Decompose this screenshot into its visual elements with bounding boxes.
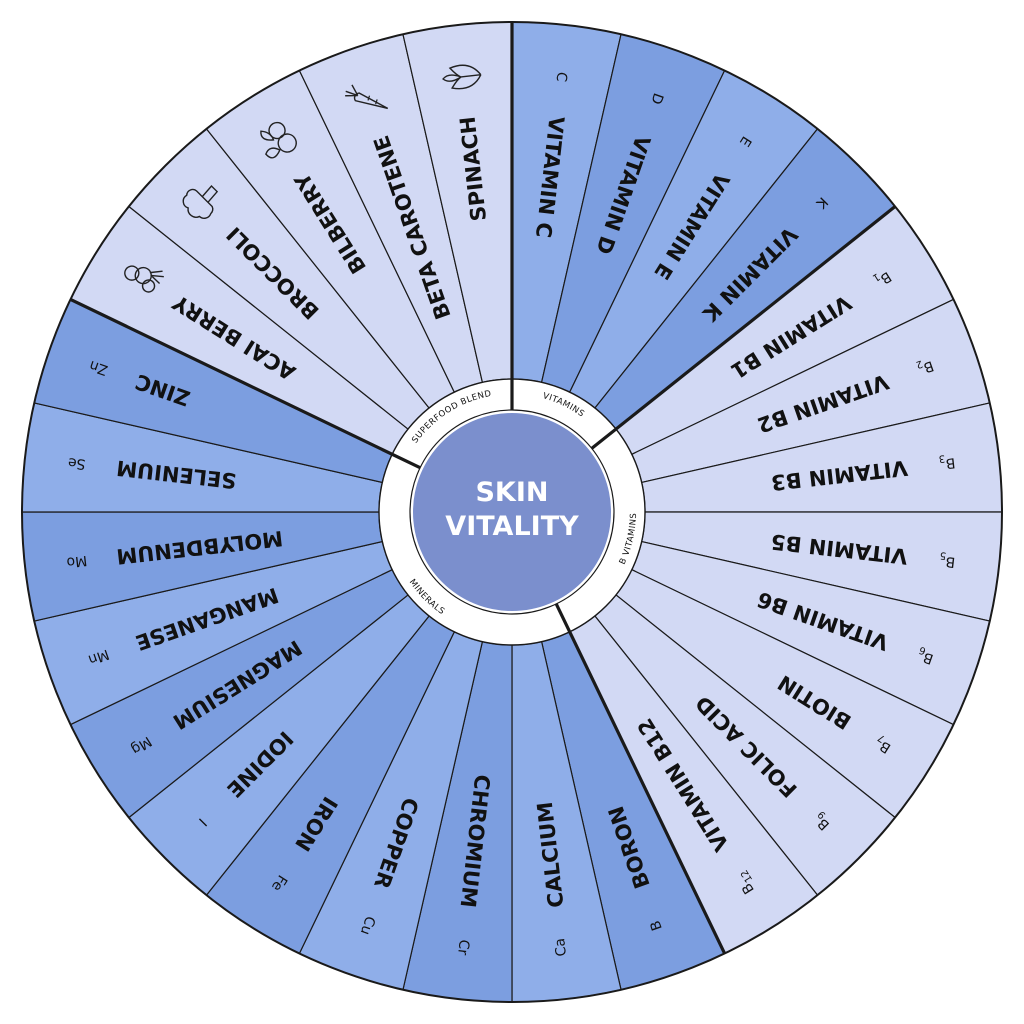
category-divider — [590, 205, 897, 450]
symbol-text: Cr — [454, 939, 472, 956]
symbol-subscript: 7 — [876, 732, 887, 745]
symbol-subscript: 5 — [939, 550, 947, 562]
symbol-subscript: 1 — [871, 271, 882, 284]
symbol-text: B — [945, 553, 956, 570]
symbol-text: Fe — [268, 872, 290, 894]
symbol-text: Zn — [87, 357, 110, 378]
center-title-line2: VITALITY — [445, 511, 579, 542]
symbol-subscript: 2 — [914, 358, 924, 370]
bilberry-icon — [260, 121, 297, 159]
symbol-text: B — [945, 454, 956, 471]
element-symbol-molybdenum: Mo — [66, 552, 88, 570]
element-symbol-calcium: Ca — [552, 937, 570, 957]
element-symbol-chromium: Cr — [454, 939, 472, 956]
symbol-text: Cu — [357, 914, 378, 937]
symbol-text: Ca — [552, 937, 570, 957]
acai-berry-icon — [124, 265, 164, 293]
center-hub: SKIN VITALITY — [413, 413, 611, 611]
element-symbol-manganese: Mn — [86, 646, 111, 668]
element-symbol-zinc: Zn — [87, 357, 110, 378]
center-title-line1: SKIN — [475, 477, 548, 508]
center-circle — [413, 413, 611, 611]
element-symbol-vitamin-b3: B3 — [938, 452, 956, 472]
element-symbol-vitamin-c: C — [553, 71, 570, 83]
element-symbol-vitamin-b5: B5 — [938, 550, 956, 570]
category-divider — [69, 297, 421, 470]
symbol-text: Se — [67, 454, 86, 472]
symbol-subscript: 3 — [938, 453, 946, 465]
element-symbol-iron: Fe — [268, 872, 290, 894]
element-symbol-copper: Cu — [357, 914, 378, 937]
symbol-text: C — [553, 71, 570, 83]
category-divider — [554, 603, 727, 955]
spinach-icon — [442, 64, 482, 90]
symbol-subscript: 6 — [918, 644, 928, 656]
symbol-text: Mn — [86, 646, 111, 668]
symbol-text: Mo — [66, 552, 88, 570]
symbol-text: D — [647, 91, 666, 106]
element-symbol-vitamin-d: D — [647, 91, 666, 106]
carrot-icon — [345, 84, 389, 110]
element-symbol-selenium: Se — [67, 454, 86, 472]
broccoli-icon — [182, 184, 219, 219]
element-symbol-vitamin-b6: B6 — [915, 644, 936, 667]
